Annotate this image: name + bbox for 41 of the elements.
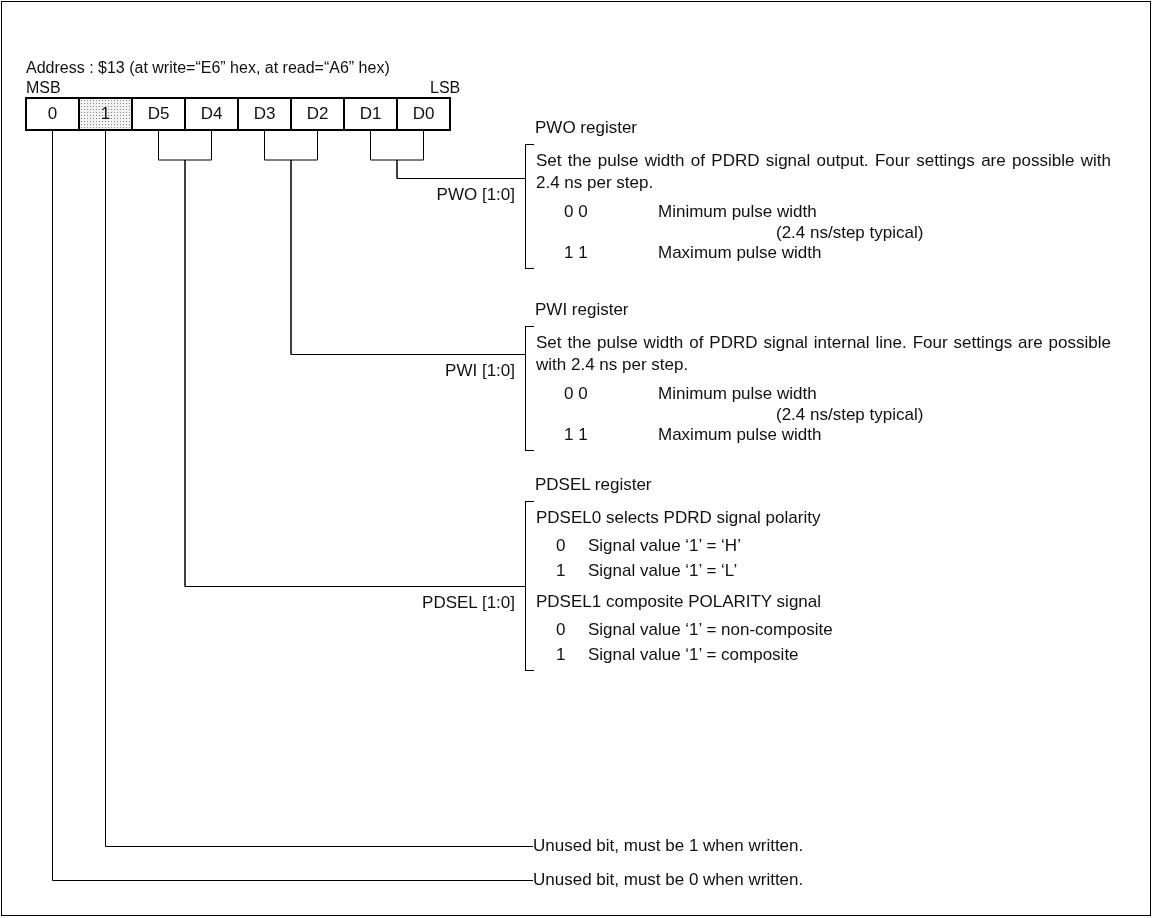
bit-value: 1 [556, 560, 567, 583]
bit-cell: 0 [25, 97, 80, 131]
note-text: (2.4 ns/step typical) [775, 223, 925, 243]
bit-value: 1 [556, 644, 567, 667]
bit-value: 0 0 [564, 200, 589, 223]
note-text: Unused bit, must be 1 when written. [533, 836, 804, 857]
leader-line [396, 130, 526, 179]
leader-line [105, 130, 534, 847]
bit-value: 0 [556, 535, 567, 558]
bit-value: 1 1 [564, 424, 589, 447]
label-text: MSB [26, 78, 61, 98]
value-description: Signal value ‘1’ = non-composite [588, 619, 834, 642]
bit-value: 1 1 [564, 242, 589, 265]
label-text: Address : $13 (at write=“E6” hex, at read=“A6” hex) [26, 58, 390, 78]
bit-value: 0 0 [564, 382, 589, 405]
bit-cell: D4 [184, 97, 239, 131]
description-text: Set the pulse width of PDRD signal internal line. Four settings are possible with 2.4 ns per step. [536, 332, 1111, 377]
register-heading: PDSEL register [535, 475, 653, 496]
label-text: LSB [430, 78, 461, 98]
value-description: Maximum pulse width [658, 242, 823, 265]
value-description: Signal value ‘1’ = ‘H’ [588, 535, 742, 558]
value-description: Maximum pulse width [658, 424, 823, 447]
leader-line [52, 130, 534, 881]
description-text: PDSEL0 selects PDRD signal polarity [536, 507, 822, 530]
bit-cell: 1 [78, 97, 133, 131]
note-text: (2.4 ns/step typical) [775, 405, 925, 425]
bit-value: 0 [556, 619, 567, 642]
description-text: Set the pulse width of PDRD signal output. Four settings are possible with 2.4 ns per step. [536, 150, 1111, 195]
bit-cell: D1 [343, 97, 398, 131]
bit-cell: D3 [237, 97, 292, 131]
value-description: Minimum pulse width [658, 200, 818, 223]
value-description: Signal value ‘1’ = composite [588, 644, 800, 667]
value-description: Minimum pulse width [658, 382, 818, 405]
value-description: Signal value ‘1’ = ‘L’ [588, 560, 739, 583]
description-text: PDSEL1 composite POLARITY signal [536, 591, 823, 614]
register-heading: PWO register [535, 118, 639, 139]
bit-cell: D2 [290, 97, 345, 131]
note-text: Unused bit, must be 0 when written. [533, 870, 804, 891]
bit-cell: D0 [396, 97, 451, 131]
register-heading: PWI register [535, 300, 630, 321]
bit-cell: D5 [131, 97, 186, 131]
